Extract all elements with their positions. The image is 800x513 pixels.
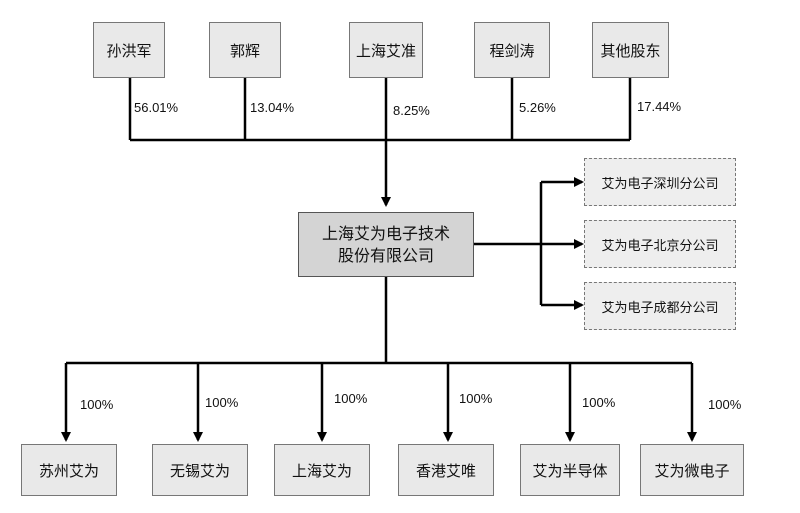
branch-name: 艾为电子北京分公司	[601, 238, 719, 254]
shareholder-name: 程剑涛	[489, 41, 535, 60]
shareholder-pct-label: 56.01%	[134, 100, 179, 115]
subsidiary-box: 苏州艾为	[21, 444, 117, 496]
subsidiary-pct-label: 100%	[80, 397, 114, 412]
shareholder-pct-label: 8.25%	[393, 103, 430, 118]
subsidiary-box: 艾为半导体	[520, 444, 620, 496]
branch-box: 艾为电子成都分公司	[584, 282, 736, 330]
subsidiary-name: 艾为半导体	[532, 461, 608, 480]
shareholder-pct-label: 13.04%	[250, 100, 295, 115]
subsidiary-box: 上海艾为	[274, 444, 370, 496]
branch-name: 艾为电子成都分公司	[601, 300, 719, 316]
company-box: 上海艾为电子技术 股份有限公司	[298, 212, 474, 277]
shareholder-box: 孙洪军	[93, 22, 165, 78]
subsidiary-box: 艾为微电子	[640, 444, 744, 496]
subsidiary-box: 香港艾唯	[398, 444, 494, 496]
subsidiary-pct-label: 100%	[334, 391, 368, 406]
shareholder-pct-label: 5.26%	[519, 100, 556, 115]
subsidiary-name: 苏州艾为	[38, 461, 99, 480]
shareholder-box: 上海艾准	[349, 22, 423, 78]
shareholder-name: 其他股东	[600, 41, 661, 60]
subsidiary-box: 无锡艾为	[152, 444, 248, 496]
shareholder-pct-label: 17.44%	[637, 99, 682, 114]
branch-box: 艾为电子北京分公司	[584, 220, 736, 268]
shareholder-name: 孙洪军	[106, 41, 152, 60]
company-name-line1: 上海艾为电子技术	[321, 223, 450, 243]
subsidiary-name: 无锡艾为	[169, 461, 230, 480]
subsidiary-pct-label: 100%	[582, 395, 616, 410]
shareholder-box: 其他股东	[592, 22, 669, 78]
company-name-line2: 股份有限公司	[337, 245, 434, 265]
subsidiary-name: 香港艾唯	[415, 461, 476, 480]
shareholder-name: 上海艾准	[355, 41, 416, 60]
shareholder-box: 郭辉	[209, 22, 281, 78]
branch-box: 艾为电子深圳分公司	[584, 158, 736, 206]
subsidiary-pct-label: 100%	[205, 395, 239, 410]
shareholder-box: 程剑涛	[474, 22, 550, 78]
subsidiary-name: 艾为微电子	[654, 461, 730, 480]
branch-name: 艾为电子深圳分公司	[601, 176, 719, 192]
subsidiary-pct-label: 100%	[708, 397, 742, 412]
shareholder-name: 郭辉	[229, 41, 260, 60]
subsidiary-pct-label: 100%	[459, 391, 493, 406]
subsidiary-name: 上海艾为	[291, 461, 352, 480]
